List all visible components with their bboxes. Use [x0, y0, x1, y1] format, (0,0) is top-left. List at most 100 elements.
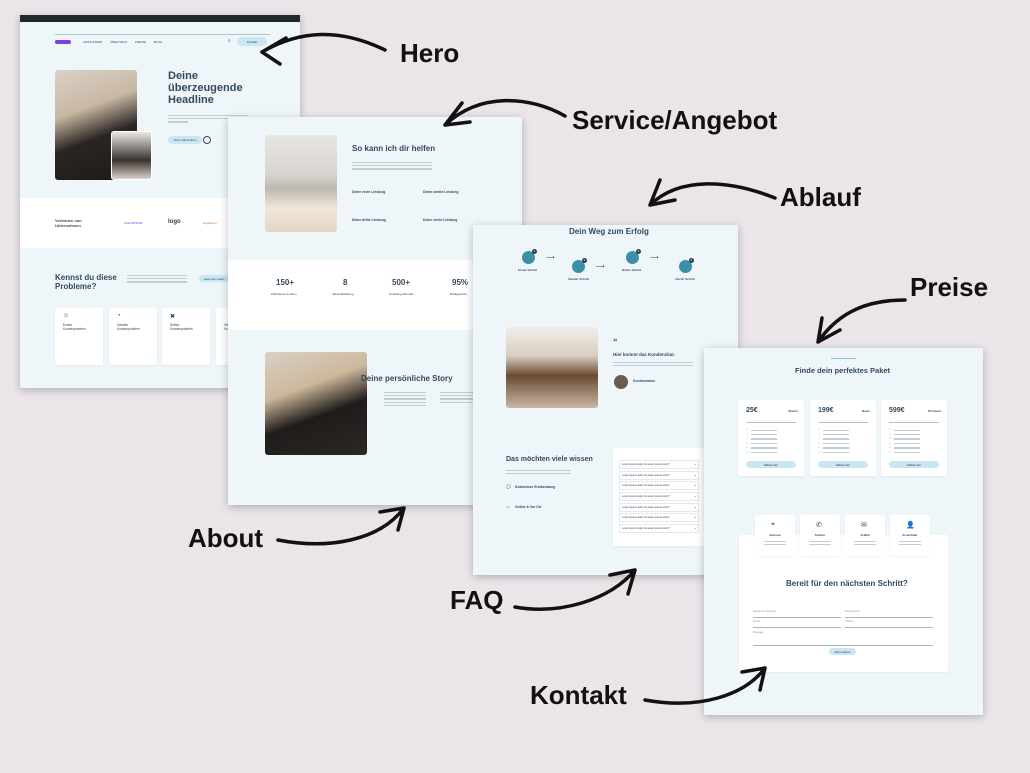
pricing-title: Finde dein perfektes Paket: [795, 366, 891, 375]
laptop-photo: [265, 135, 337, 232]
problem-card: ◔Zweites Kundenproblem: [109, 308, 157, 365]
partner-logo: logoipsum: [203, 221, 217, 225]
label-service: Service/Angebot: [572, 105, 778, 135]
partner-logo: logo: [168, 219, 181, 225]
contact-card: ✉ E-Mail: [845, 515, 885, 556]
user-icon: 👤: [906, 522, 915, 529]
plus-icon: +: [694, 473, 696, 477]
choose-plan-button[interactable]: Wähle hier: [818, 461, 868, 468]
search-icon[interactable]: ⌕: [228, 38, 231, 44]
nav-item[interactable]: PREISE: [135, 40, 147, 44]
faq-item[interactable]: Lorem ipsum dolor sit amet consec tetur?…: [619, 492, 699, 502]
testimonial-quote: Hier kommt das Kundenzitat.: [613, 352, 676, 357]
plus-icon: +: [694, 495, 696, 499]
cta-arrow-icon: [203, 136, 211, 144]
step-label: Dritter Schritt: [622, 268, 642, 272]
label-faq: FAQ: [450, 585, 504, 615]
pricing-card: 199€ Basic ✓✓✓✓✓✓ Wähle hier: [810, 400, 876, 476]
step-icon: [572, 260, 585, 273]
step-number-badge: 3: [636, 249, 641, 254]
step-number-badge: 4: [689, 258, 694, 263]
form-field[interactable]: Email: [753, 620, 841, 628]
trust-title: Vertrauen von Unternehmen: [55, 218, 82, 228]
submit-button[interactable]: Jetzt starten: [829, 648, 856, 655]
customer-avatar: [614, 375, 628, 389]
arrow-about: [276, 506, 406, 546]
label-about: About: [188, 523, 264, 553]
faq-item[interactable]: Lorem ipsum dolor sit amet consec tetur?…: [619, 470, 699, 480]
contact-card: ✆ Telefon: [800, 515, 840, 556]
step-number-badge: 1: [532, 249, 537, 254]
hero-cta-button[interactable]: Jetzt Call buchen: [168, 136, 202, 144]
step-arrow-icon: ⟶: [546, 255, 555, 261]
choose-plan-button[interactable]: Wähle hier: [746, 461, 796, 468]
faq-item[interactable]: Lorem ipsum dolor sit amet consec tetur?…: [619, 502, 699, 512]
faq-item[interactable]: Lorem ipsum dolor sit amet consec tetur?…: [619, 524, 699, 534]
main-nav: LEISTUNGEN ÜBER MICH PREISE BLOG: [83, 40, 162, 44]
testimonial-photo: [506, 327, 598, 408]
arrow-ablauf: [648, 178, 777, 207]
pricing-card: 599€ Premium ✓✓✓✓✓✓ Wähle hier: [881, 400, 947, 476]
problems-button[interactable]: Lass uns reden: [199, 275, 229, 282]
about-photo: [265, 352, 367, 455]
service-item: Deine zweite Leistung: [423, 190, 459, 194]
contact-card: ⌖ Adresse: [755, 515, 795, 556]
mail-icon: ✉: [861, 522, 867, 529]
phone-icon: ✆: [816, 522, 822, 529]
service-title: So kann ich dir helfen: [352, 144, 436, 153]
hero-headline: Deine überzeugende Headline: [168, 70, 243, 106]
partner-logo: LOGOIPSUM: [124, 221, 143, 225]
contact-button[interactable]: Kontakt: [237, 37, 267, 46]
service-item: Deine erste Leistung: [352, 190, 386, 194]
faq-item[interactable]: Lorem ipsum dolor sit amet consec tetur?…: [619, 481, 699, 491]
plus-icon: +: [694, 505, 696, 509]
chat-icon: 💬: [506, 484, 511, 489]
faq-item[interactable]: Lorem ipsum dolor sit amet consec tetur?…: [619, 460, 699, 469]
faq-item[interactable]: Lorem ipsum dolor sit amet consec tetur?…: [619, 513, 699, 523]
step-label: Zweiter Schritt: [568, 277, 589, 281]
nav-item[interactable]: LEISTUNGEN: [83, 40, 103, 44]
label-hero: Hero: [400, 38, 460, 68]
step-label: Erster Schritt: [518, 268, 538, 272]
faq-accordion: Lorem ipsum dolor sit amet consec tetur?…: [613, 448, 705, 546]
customer-name: Kundenname: [633, 379, 656, 383]
laptop-icon: ▭: [506, 504, 510, 509]
step-number-badge: 2: [582, 258, 587, 263]
plus-icon: +: [694, 516, 696, 520]
pricing-card: 25€ Starter ✓✓✓✓✓✓ Wähle hier: [738, 400, 804, 476]
arrow-service: [443, 98, 567, 127]
message-field[interactable]: Message: [753, 631, 933, 646]
form-field[interactable]: Telefon: [845, 620, 933, 628]
step-icon: [679, 260, 692, 273]
form-field[interactable]: Name und Vorname: [753, 610, 841, 618]
step-label: Vierter Schritt: [675, 277, 695, 281]
form-title: Bereit für den nächsten Schritt?: [786, 579, 908, 588]
arrow-hero: [260, 32, 387, 66]
step-arrow-icon: ⟶: [650, 255, 659, 261]
problem-card: ✖Drittes Kundenproblem: [162, 308, 210, 365]
plus-icon: +: [694, 484, 696, 488]
step-arrow-icon: ⟶: [596, 264, 605, 270]
service-item: Deine dritte Leistung: [352, 218, 386, 222]
hero-photo-small: [111, 131, 152, 180]
plus-icon: +: [694, 527, 696, 531]
form-field[interactable]: Firmenname: [845, 610, 933, 618]
process-title: Dein Weg zum Erfolg: [569, 227, 649, 236]
story-title: Deine persönliche Story: [361, 374, 453, 383]
step-icon: [626, 251, 639, 264]
arrow-faq: [513, 568, 637, 611]
pricing-screenshot: Finde dein perfektes Paket 25€ Starter ✓…: [704, 348, 983, 715]
label-kontakt: Kontakt: [530, 680, 627, 710]
arrow-kontakt: [643, 666, 767, 705]
label-ablauf: Ablauf: [780, 182, 861, 212]
choose-plan-button[interactable]: Wähle hier: [889, 461, 939, 468]
nav-item[interactable]: ÜBER MICH: [110, 40, 128, 44]
admin-bar: [20, 15, 300, 22]
contact-card: 👤 Erreichbar: [890, 515, 930, 556]
map-pin-icon: ⌖: [771, 521, 775, 528]
process-screenshot: Dein Weg zum Erfolg 1 Erster Schritt⟶ 2 …: [473, 225, 738, 575]
nav-item[interactable]: BLOG: [154, 40, 163, 44]
logo[interactable]: [55, 40, 71, 44]
service-item: Deine vierte Leistung: [423, 218, 458, 222]
